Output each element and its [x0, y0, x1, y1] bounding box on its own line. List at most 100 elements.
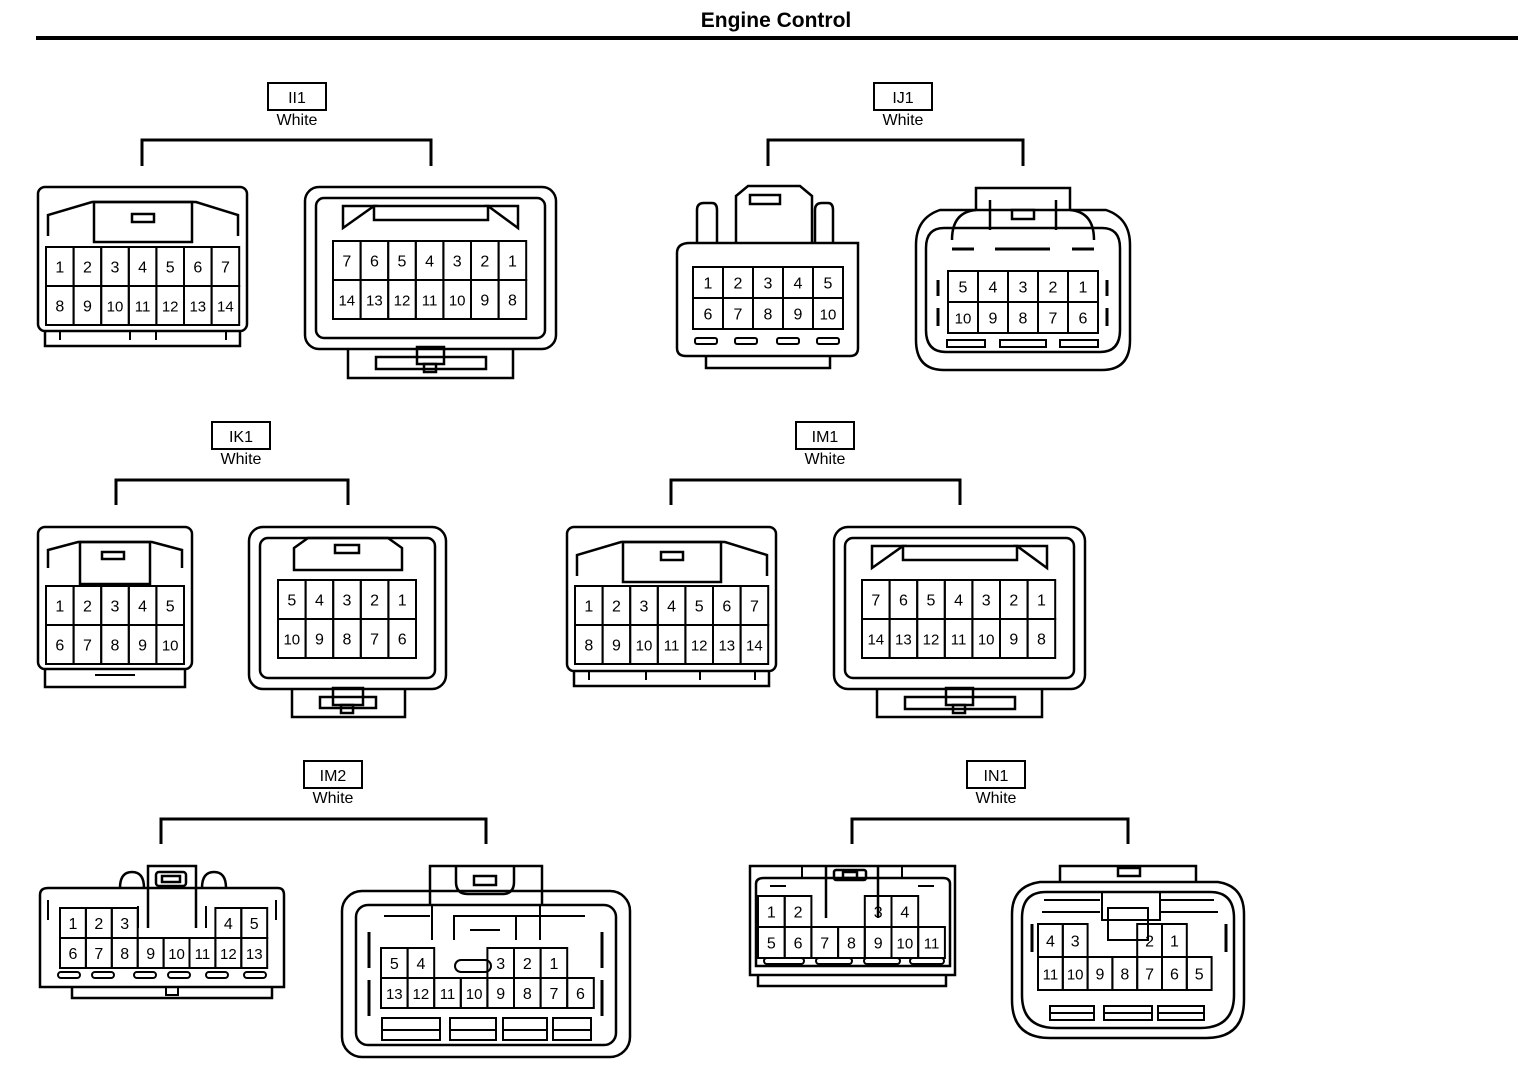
pin-number: 1 — [1037, 593, 1046, 610]
pin-number: 3 — [764, 276, 773, 293]
pin-number: 13 — [386, 986, 403, 1003]
pin-number: 1 — [55, 599, 64, 616]
connector-id: IM1 — [795, 421, 855, 450]
pin-number: 1 — [1079, 280, 1088, 297]
pin-number: 2 — [94, 916, 103, 933]
pin-cell — [155, 624, 185, 665]
pin-number: 12 — [691, 638, 708, 655]
pin-number: 9 — [315, 632, 324, 649]
pin-number: 4 — [794, 276, 803, 293]
pin-number: 8 — [1120, 967, 1129, 984]
pin-number: 9 — [1009, 632, 1018, 649]
pin-number: 14 — [217, 299, 234, 316]
pin-number: 6 — [1170, 967, 1179, 984]
pin-number: 3 — [111, 260, 120, 277]
connector-label-IM2: IM2 White — [292, 760, 374, 808]
pin-number: 12 — [413, 986, 430, 1003]
pin-number: 5 — [250, 916, 259, 933]
pin-number: 2 — [83, 599, 92, 616]
pin-number: 13 — [366, 293, 383, 310]
pin-number: 2 — [1009, 593, 1018, 610]
housing-IM2-female — [38, 864, 286, 1000]
pin-number: 1 — [1170, 934, 1179, 951]
housing-IJ1-male — [914, 186, 1132, 372]
pin-number: 4 — [224, 916, 233, 933]
pin-number: 12 — [394, 293, 411, 310]
pin-number: 10 — [466, 986, 483, 1003]
pin-number: 8 — [508, 293, 517, 310]
pin-number: 2 — [734, 276, 743, 293]
connector-label-IN1: IN1 White — [955, 760, 1037, 808]
housing-IJ1-female — [675, 184, 860, 370]
pin-number: 3 — [982, 593, 991, 610]
connector-color: White — [220, 451, 262, 468]
housing-II1-male — [303, 185, 558, 380]
pin-number: 7 — [549, 986, 558, 1003]
pin-number: 5 — [166, 599, 175, 616]
pin-number: 10 — [897, 936, 914, 953]
pin-number: 8 — [111, 638, 120, 655]
pin-number: 7 — [1145, 967, 1154, 984]
pin-number: 3 — [453, 254, 462, 271]
pin-number: 9 — [138, 638, 147, 655]
pin-number: 2 — [1049, 280, 1058, 297]
pin-number: 11 — [440, 986, 456, 1003]
pin-number: 12 — [923, 632, 940, 649]
pin-number: 10 — [820, 307, 837, 324]
pin-number: 9 — [146, 946, 155, 963]
pin-number: 5 — [695, 599, 704, 616]
housing-IN1-male — [1010, 864, 1246, 1040]
pin-cell — [566, 977, 595, 1009]
pin-number: 8 — [1037, 632, 1046, 649]
pin-number: 11 — [195, 946, 211, 963]
pin-number: 3 — [874, 905, 883, 922]
pin-number: 12 — [162, 299, 179, 316]
pin-number: 8 — [847, 936, 856, 953]
pin-number: 6 — [370, 254, 379, 271]
pin-number: 5 — [767, 936, 776, 953]
pin-number: 4 — [138, 599, 147, 616]
pin-number: 1 — [508, 254, 517, 271]
pin-number: 6 — [794, 936, 803, 953]
pin-number: 8 — [120, 946, 129, 963]
pin-number: 6 — [722, 599, 731, 616]
pin-number: 7 — [221, 260, 230, 277]
connector-id: IM2 — [303, 760, 363, 789]
pin-number: 9 — [496, 986, 505, 1003]
pin-number: 9 — [794, 307, 803, 324]
pin-number: 1 — [68, 916, 77, 933]
housing-II1-female — [36, 185, 249, 348]
pin-number: 1 — [55, 260, 64, 277]
pin-number: 7 — [94, 946, 103, 963]
pin-number: 2 — [1145, 934, 1154, 951]
connector-id: IN1 — [966, 760, 1026, 789]
pin-number: 7 — [750, 599, 759, 616]
pin-number: 8 — [523, 986, 532, 1003]
pin-number: 11 — [664, 638, 680, 655]
pin-number: 5 — [398, 254, 407, 271]
pin-number: 13 — [189, 299, 206, 316]
pin-number: 10 — [107, 299, 124, 316]
pin-number: 2 — [83, 260, 92, 277]
pin-number: 10 — [978, 632, 995, 649]
pin-cell — [1026, 618, 1057, 659]
connector-color: White — [804, 451, 846, 468]
housing-IK1-female — [36, 525, 194, 689]
pin-number: 11 — [422, 293, 438, 310]
pin-number: 4 — [667, 599, 676, 616]
pin-number: 5 — [390, 956, 399, 973]
pin-number: 1 — [584, 599, 593, 616]
pin-number: 10 — [955, 311, 972, 328]
pin-number: 6 — [704, 307, 713, 324]
connector-label-IK1: IK1 White — [200, 421, 282, 469]
pin-number: 6 — [398, 632, 407, 649]
pin-number: 7 — [734, 307, 743, 324]
pin-number: 4 — [315, 593, 324, 610]
connector-color: White — [882, 112, 924, 129]
